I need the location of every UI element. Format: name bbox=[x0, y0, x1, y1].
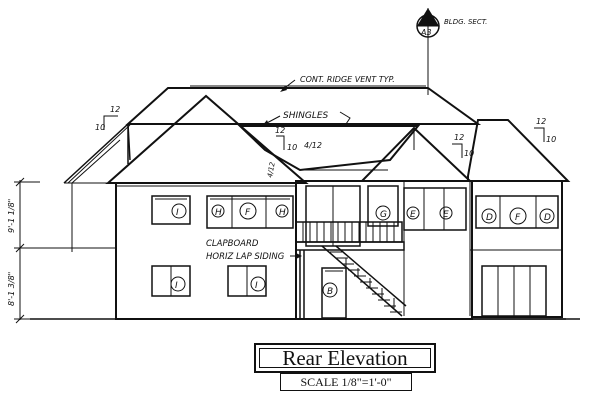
right-roof bbox=[467, 119, 571, 182]
window-tag: D bbox=[486, 213, 493, 223]
window-tag: H bbox=[279, 208, 286, 218]
window-tag: F bbox=[515, 213, 521, 223]
window-tag: E bbox=[410, 210, 416, 220]
siding-arrow bbox=[296, 253, 302, 259]
svg-text:10: 10 bbox=[546, 135, 556, 144]
deck bbox=[295, 221, 405, 319]
window-tag: H bbox=[215, 208, 222, 218]
left-gable bbox=[105, 94, 309, 184]
svg-text:4/12: 4/12 bbox=[304, 141, 322, 150]
lower-door bbox=[321, 267, 347, 319]
stairs bbox=[321, 245, 407, 317]
right-windows bbox=[403, 187, 559, 231]
shingles-arrow bbox=[262, 120, 269, 126]
dimension-upper: 9'-1 1/8" bbox=[7, 199, 16, 233]
window-tag: D bbox=[544, 213, 551, 223]
window-tag: I bbox=[175, 281, 178, 291]
svg-text:10: 10 bbox=[95, 123, 105, 132]
section-note: BLDG. SECT. bbox=[444, 18, 487, 26]
section-number: 1 bbox=[425, 16, 431, 26]
section-sheet: A3 bbox=[420, 28, 432, 37]
drawing-title: Rear Elevation bbox=[254, 343, 436, 373]
drawing-scale: SCALE 1/8"=1'-0" bbox=[280, 373, 412, 391]
svg-text:12: 12 bbox=[454, 133, 464, 142]
window-tag: I bbox=[176, 208, 179, 218]
dimension-lower: 8'-1 3/8" bbox=[7, 272, 16, 306]
pitch-symbol-right-2: 12 10 bbox=[534, 117, 556, 144]
window-tag: I bbox=[255, 281, 258, 291]
svg-text:10: 10 bbox=[287, 143, 297, 152]
window-tag: E bbox=[443, 210, 449, 220]
lower-windows bbox=[151, 265, 547, 317]
svg-text:10: 10 bbox=[464, 149, 474, 158]
svg-text:12: 12 bbox=[275, 126, 285, 135]
siding-note-line1: CLAPBOARD bbox=[206, 239, 259, 249]
window-tag: G bbox=[380, 210, 387, 220]
shingles-note: SHINGLES bbox=[283, 111, 329, 121]
main-roof bbox=[125, 85, 482, 164]
pitch-symbol-right-1: 12 10 bbox=[452, 133, 474, 158]
dimension-lines bbox=[14, 177, 116, 324]
pitch-symbol-left: 10 12 bbox=[95, 105, 120, 132]
siding-note-line2: HORIZ LAP SIDING bbox=[206, 252, 285, 262]
window-tag: B bbox=[327, 287, 333, 297]
ridge-vent-note: CONT. RIDGE VENT TYP. bbox=[300, 75, 395, 84]
section-marker: 1 A3 BLDG. SECT. bbox=[416, 8, 487, 95]
pitch-symbol-middle: 12 10 4/12 bbox=[275, 126, 322, 152]
gable-pitch-note: 4/12 bbox=[266, 161, 277, 178]
left-wing bbox=[63, 122, 131, 252]
window-tag-circles bbox=[170, 202, 555, 298]
sliding-doors bbox=[305, 185, 399, 247]
shingles-leader-right bbox=[339, 111, 351, 125]
window-tags: I H F H G E E D F D I I B bbox=[175, 208, 551, 297]
window-tag: F bbox=[245, 208, 251, 218]
svg-text:12: 12 bbox=[110, 105, 120, 114]
upper-windows-left bbox=[151, 195, 294, 229]
svg-text:12: 12 bbox=[536, 117, 546, 126]
